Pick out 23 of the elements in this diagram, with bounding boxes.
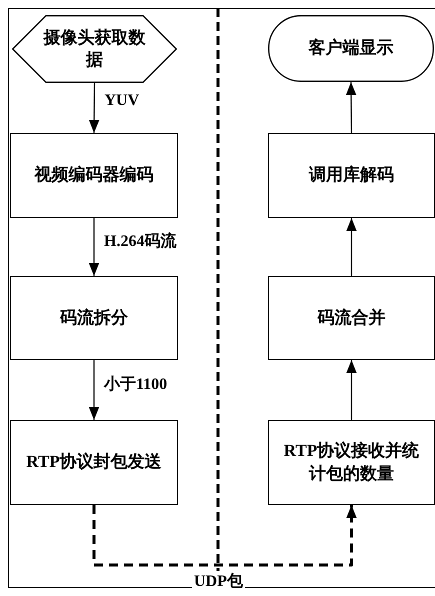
node-label: RTP协议接收并统计包的数量 (282, 440, 420, 484)
process-box (10, 420, 178, 505)
arrow (346, 360, 357, 420)
process-box (10, 133, 178, 218)
node-label: RTP协议封包发送 (25, 451, 163, 474)
process-box (268, 276, 435, 360)
arrow (88, 218, 100, 276)
node-label: 码流拆分 (58, 306, 129, 329)
arrow (88, 360, 100, 420)
preparation-hexagon (12, 15, 177, 83)
arrow (346, 82, 356, 133)
process-box (268, 133, 435, 218)
node-label: 调用库解码 (308, 164, 395, 186)
node-label: 视频编码器编码 (33, 164, 154, 186)
process-box (10, 276, 178, 360)
node-label: 客户端显示 (308, 37, 394, 60)
node-label: 码流合并 (316, 306, 386, 329)
arrow (346, 218, 357, 276)
arrow (92, 505, 357, 566)
arrow (88, 83, 100, 133)
process-box (268, 420, 435, 505)
node-label: 摄像头获取数据 (42, 26, 146, 71)
edge-label: UDP包 (192, 571, 245, 592)
